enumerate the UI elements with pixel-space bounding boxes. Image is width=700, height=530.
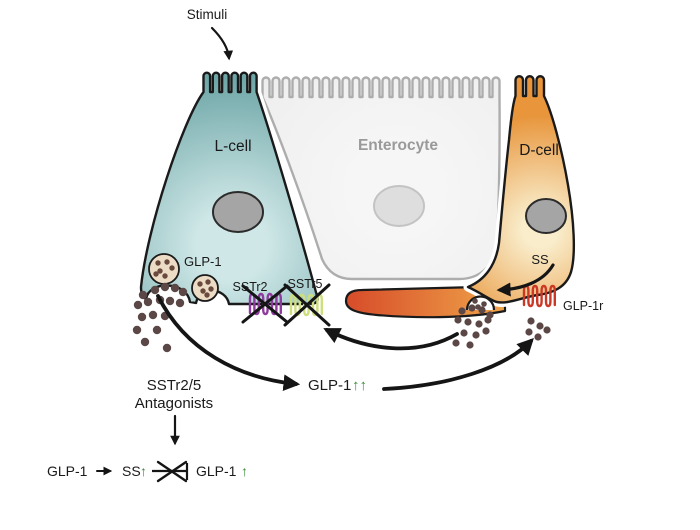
dot (454, 316, 462, 324)
equation-ss-label: SS (122, 463, 141, 479)
stimuli-arrow (210, 26, 234, 61)
dot (140, 337, 150, 347)
glp1-granule-label: GLP-1 (184, 254, 222, 269)
dot (148, 310, 158, 320)
dot (482, 327, 490, 335)
dot (475, 320, 483, 328)
enterocyte-nucleus (373, 185, 425, 227)
d-cell-nucleus (525, 198, 567, 234)
dot (160, 282, 170, 292)
enterocyte-cell-shape (261, 76, 501, 281)
dot (536, 322, 544, 330)
d-cell-label: D-cell (519, 142, 559, 159)
dot (164, 259, 170, 265)
dot (543, 326, 551, 334)
dot (132, 325, 142, 335)
dot (133, 300, 143, 310)
dot (157, 268, 163, 274)
ss-secretion-arrow (496, 263, 555, 297)
dot (468, 304, 476, 312)
equation-glp1-up-arrow: ↑ (241, 463, 248, 479)
dot (153, 271, 159, 277)
glp1-increase-text: GLP-1 (308, 377, 351, 394)
dot (472, 298, 478, 304)
d-cell-shape (466, 75, 576, 304)
dot (169, 265, 175, 271)
glp1-to-glp1r-arrow (382, 337, 534, 391)
sstr5-label: SSTr5 (288, 277, 323, 291)
sstr5-cross-icon (283, 283, 331, 327)
secreted-glp1-dots (132, 282, 188, 353)
dot (200, 288, 206, 294)
sstr2-label: SSTr2 (233, 280, 268, 294)
dot (466, 341, 474, 349)
equation-glp1-result-label: GLP-1 (196, 463, 237, 479)
glp1-dots-at-receptor (525, 317, 551, 341)
dot (137, 312, 147, 322)
ss-to-sstr5-arrow (323, 328, 459, 351)
glp1r-label: GLP-1r (563, 299, 603, 313)
dot (205, 279, 211, 285)
dot (143, 297, 153, 307)
dot (175, 298, 185, 308)
equation-glp1-label: GLP-1 (47, 463, 88, 479)
dot (204, 292, 210, 298)
dot (464, 318, 472, 326)
dot (458, 307, 466, 315)
glp1-granule (191, 274, 219, 302)
dot (170, 283, 180, 293)
secreted-ss-dots (452, 304, 494, 349)
antagonist-label-line2: Antagonists (135, 395, 213, 412)
equation-ss-up-arrow: ↑ (140, 463, 147, 479)
enterocyte-label: Enterocyte (358, 137, 438, 154)
dot (484, 316, 492, 324)
glp1-release-arrow (156, 294, 301, 392)
dot (527, 317, 535, 325)
dot (481, 301, 487, 307)
stimuli-label: Stimuli (187, 7, 228, 22)
dot (155, 260, 161, 266)
ss-label: SS (531, 252, 549, 267)
dot (472, 331, 480, 339)
dot (460, 329, 468, 337)
granule-dots (153, 259, 214, 298)
dot (478, 306, 486, 314)
blocked-inhibition-icon (152, 460, 189, 483)
dot (138, 290, 148, 300)
glp1-increase-up-arrows: ↑↑ (352, 377, 367, 394)
dot (525, 328, 533, 336)
dot (178, 287, 188, 297)
dot (208, 286, 214, 292)
dot (152, 325, 162, 335)
dot (162, 343, 172, 353)
dot (534, 333, 542, 341)
antagonist-label-line1: SSTr2/5 (147, 377, 201, 394)
l-cell-nucleus (212, 191, 264, 233)
dot (197, 281, 203, 287)
sstr2-cross-icon (241, 284, 289, 324)
l-cell-label: L-cell (214, 138, 251, 155)
dot (162, 273, 168, 279)
dot (165, 296, 175, 306)
dot (452, 339, 460, 347)
dot (150, 285, 160, 295)
